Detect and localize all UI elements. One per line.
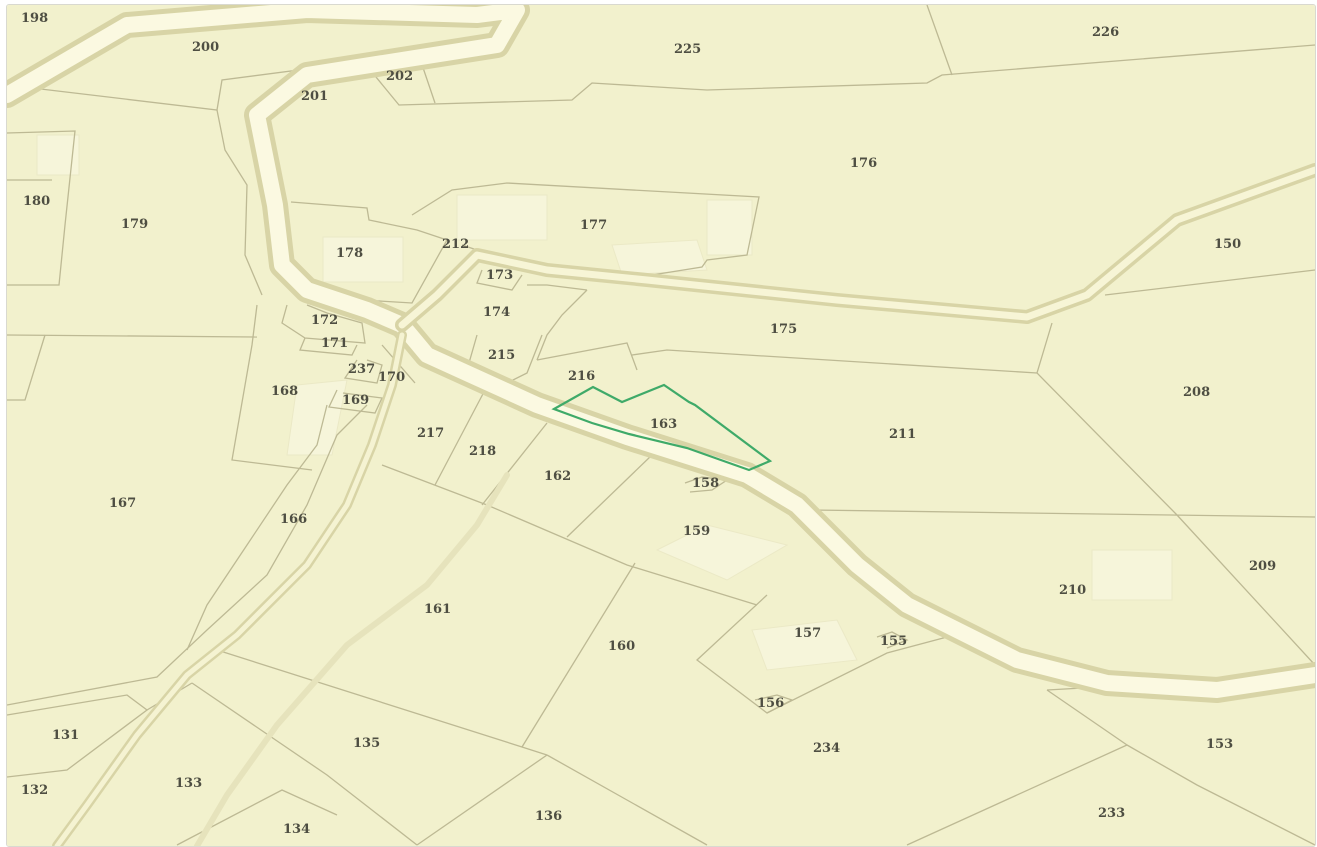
parcel-label[interactable]: 198 (21, 11, 48, 26)
parcel-label[interactable]: 159 (683, 524, 710, 539)
parcel-label[interactable]: 158 (692, 476, 719, 491)
parcel-label[interactable]: 175 (770, 322, 797, 337)
parcel-label[interactable]: 202 (386, 69, 413, 84)
parcel-label[interactable]: 157 (794, 626, 821, 641)
parcel-label[interactable]: 172 (311, 313, 338, 328)
parcel-label[interactable]: 174 (483, 305, 510, 320)
parcel-label[interactable]: 225 (674, 42, 701, 57)
parcel-label[interactable]: 226 (1092, 25, 1119, 40)
parcel-label[interactable]: 150 (1214, 237, 1241, 252)
parcel-label[interactable]: 166 (280, 512, 307, 527)
parcel-label[interactable]: 216 (568, 369, 595, 384)
building-footprints (36, 134, 1173, 671)
parcel-label[interactable]: 171 (321, 336, 348, 351)
parcel-label[interactable]: 211 (889, 427, 916, 442)
parcel-label[interactable]: 170 (378, 370, 405, 385)
parcel-label[interactable]: 212 (442, 237, 469, 252)
parcel-label[interactable]: 135 (353, 736, 380, 751)
parcel-label[interactable]: 233 (1098, 806, 1125, 821)
parcel-label[interactable]: 136 (535, 809, 562, 824)
parcel-label[interactable]: 178 (336, 246, 363, 261)
parcel-label[interactable]: 180 (23, 194, 50, 209)
parcel-label[interactable]: 161 (424, 602, 451, 617)
parcel-label[interactable]: 176 (850, 156, 877, 171)
parcel-label[interactable]: 201 (301, 89, 328, 104)
parcel-label[interactable]: 210 (1059, 583, 1086, 598)
cadastral-map[interactable]: 198 200 201 202 225 226 176 180 179 177 … (6, 4, 1316, 847)
parcel-label[interactable]: 131 (52, 728, 79, 743)
parcel-label[interactable]: 234 (813, 741, 840, 756)
road-network (7, 5, 1315, 846)
parcel-label[interactable]: 132 (21, 783, 48, 798)
parcel-label[interactable]: 218 (469, 444, 496, 459)
parcel-label[interactable]: 156 (757, 696, 784, 711)
parcel-label[interactable]: 177 (580, 218, 607, 233)
parcel-label[interactable]: 208 (1183, 385, 1210, 400)
parcel-labels: 198 200 201 202 225 226 176 180 179 177 … (21, 11, 1276, 837)
parcel-label[interactable]: 162 (544, 469, 571, 484)
parcel-label[interactable]: 155 (880, 634, 907, 649)
parcel-label[interactable]: 179 (121, 217, 148, 232)
parcel-label[interactable]: 160 (608, 639, 635, 654)
parcel-label[interactable]: 200 (192, 40, 219, 55)
parcel-label[interactable]: 173 (486, 268, 513, 283)
parcel-label[interactable]: 217 (417, 426, 444, 441)
parcel-label[interactable]: 134 (283, 822, 310, 837)
parcel-label[interactable]: 168 (271, 384, 298, 399)
map-canvas[interactable]: 198 200 201 202 225 226 176 180 179 177 … (7, 5, 1315, 846)
parcel-label[interactable]: 209 (1249, 559, 1276, 574)
parcel-label[interactable]: 163 (650, 417, 677, 432)
parcel-label[interactable]: 169 (342, 393, 369, 408)
parcel-label[interactable]: 215 (488, 348, 515, 363)
parcel-label[interactable]: 237 (348, 362, 375, 377)
parcel-label[interactable]: 133 (175, 776, 202, 791)
parcel-label[interactable]: 167 (109, 496, 136, 511)
highlighted-parcel-163[interactable] (551, 383, 773, 472)
parcel-label[interactable]: 153 (1206, 737, 1233, 752)
